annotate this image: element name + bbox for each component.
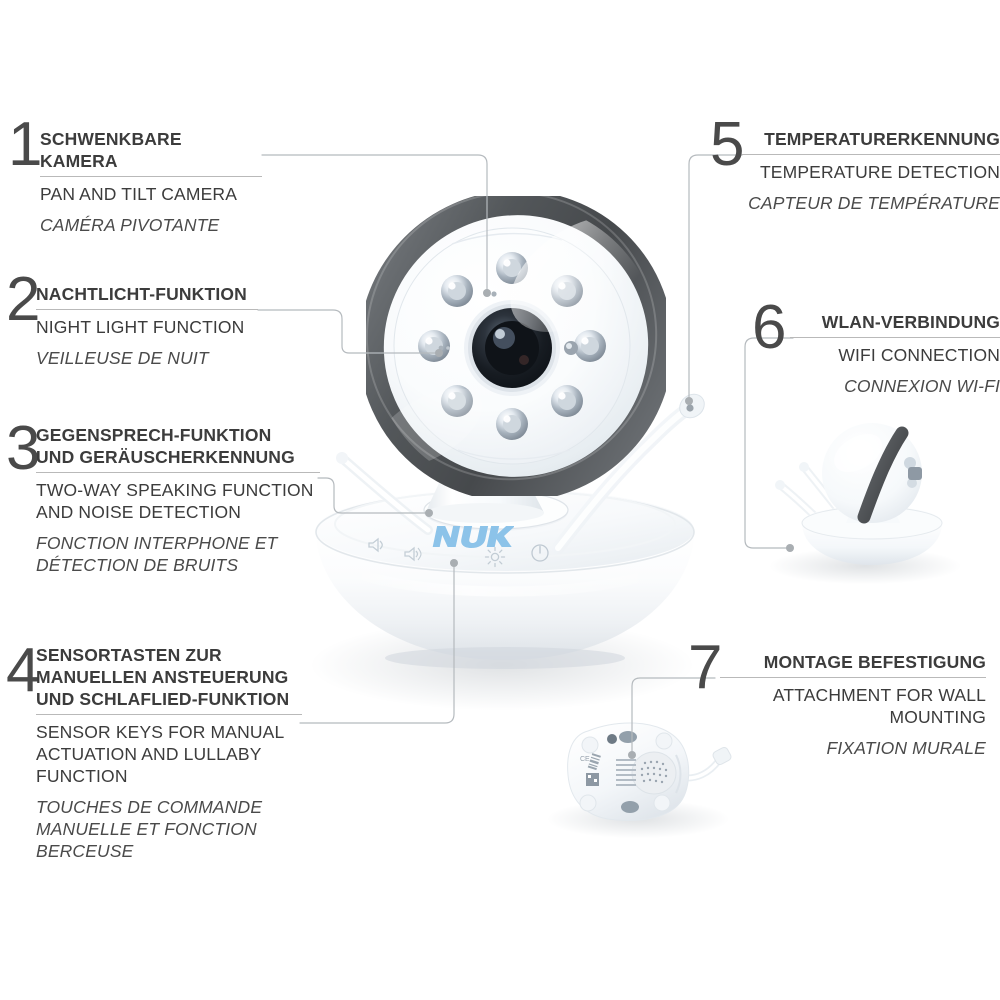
callout-1-rule [40, 176, 262, 177]
callout-4-number: 4 [6, 636, 41, 705]
callout-6-title-fr: CONNEXION WI-FI [844, 376, 1000, 396]
callout-3-title-en: TWO-WAY SPEAKING FUNCTION AND NOISE DETE… [36, 480, 314, 522]
temperature-sensor-probe [551, 393, 705, 555]
callout-2-number: 2 [6, 265, 41, 334]
brand-logo-nuk [432, 526, 514, 548]
bottom-view-unit: CE [567, 722, 732, 821]
callout-6-title-en: WIFI CONNECTION [838, 345, 1000, 365]
callout-5-title-fr: CAPTEUR DE TEMPÉRATURE [748, 193, 1000, 213]
callout-7-title-fr: FIXATION MURALE [826, 738, 986, 758]
callout-5-title-en: TEMPERATURE DETECTION [759, 162, 1000, 182]
callout-1-title-en: PAN AND TILT CAMERA [40, 184, 238, 204]
callout-2-rule [36, 309, 258, 310]
callout-4-rule [36, 714, 302, 715]
callout-5-title-de: TEMPERATURERKENNUNG [764, 129, 1000, 149]
callout-7-title-en: ATTACHMENT FOR WALL MOUNTING [772, 685, 986, 727]
callout-3-number: 3 [6, 414, 41, 483]
callout-4-title-de: SENSORTASTEN ZUR MANUELLEN ANSTEUERUNG U… [36, 645, 290, 709]
callout-5-rule [742, 154, 1000, 155]
callout-1-title-fr: CAMÉRA PIVOTANTE [40, 215, 220, 235]
callout-7-title-de: MONTAGE BEFESTIGUNG [763, 652, 986, 672]
callout-6-number: 6 [752, 293, 787, 362]
sensor-key-speaker-icon[interactable] [366, 536, 386, 554]
sensor-key-brightness-icon[interactable] [484, 546, 506, 568]
callout-2-title-de: NACHTLICHT-FUNKTION [36, 284, 247, 304]
callout-3-rule [36, 472, 320, 473]
callout-6-title-de: WLAN-VERBINDUNG [821, 312, 1000, 332]
callout-3-title-de: GEGENSPRECH-FUNKTION UND GERÄUSCHERKENNU… [36, 425, 295, 467]
callout-4-title-fr: TOUCHES DE COMMANDE MANUELLE ET FONCTION… [36, 797, 263, 861]
callout-4-title-en: SENSOR KEYS FOR MANUAL ACTUATION AND LUL… [36, 722, 285, 786]
callout-2-title-en: NIGHT LIGHT FUNCTION [36, 317, 245, 337]
callout-7-rule [720, 677, 986, 678]
callout-5-number: 5 [710, 110, 745, 179]
side-view-unit [775, 423, 943, 565]
sensor-key-power-icon[interactable] [530, 543, 550, 563]
camera-head [366, 196, 666, 496]
callout-2-title-fr: VEILLEUSE DE NUIT [36, 348, 209, 368]
callout-1-number: 1 [8, 110, 43, 179]
callout-6-rule [790, 337, 1000, 338]
svg-text:CE: CE [580, 756, 590, 763]
callout-3-title-fr: FONCTION INTERPHONE ET DÉTECTION DE BRUI… [36, 533, 278, 575]
sensor-key-volume-icon[interactable] [402, 545, 422, 563]
callout-7-number: 7 [688, 633, 723, 702]
callout-1-title-de: SCHWENKBARE KAMERA [40, 129, 182, 171]
